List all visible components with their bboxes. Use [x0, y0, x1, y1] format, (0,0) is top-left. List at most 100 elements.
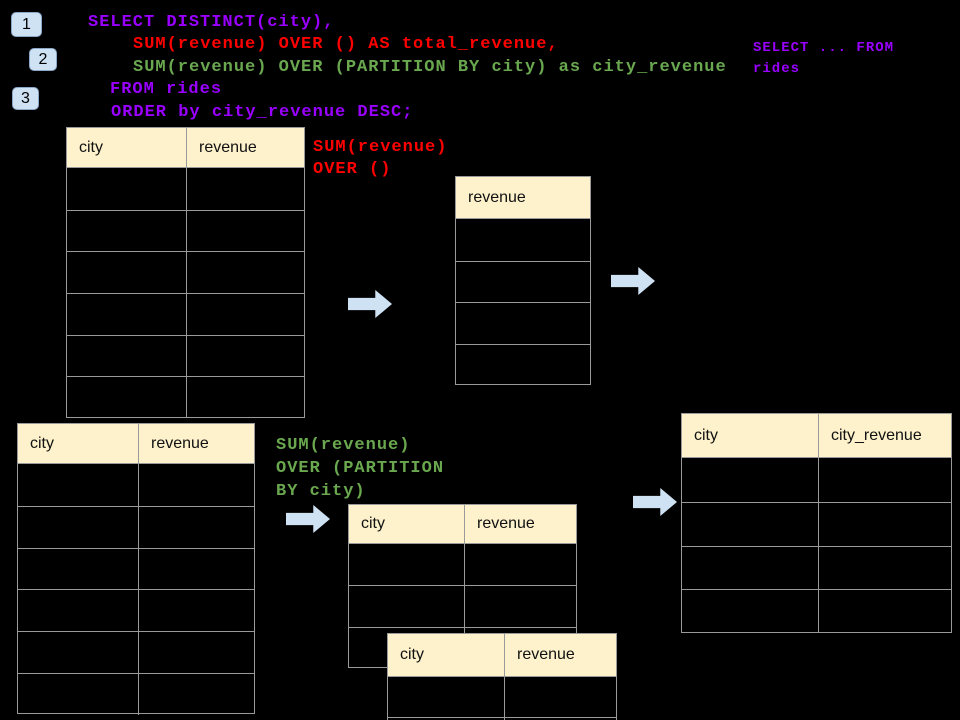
table-cell [186, 335, 304, 377]
table-source-bottom-header: city revenue [18, 424, 254, 464]
sql-line-order: ORDER by city_revenue DESC; [111, 103, 414, 122]
table-cell [456, 219, 590, 261]
side-note-rides: rides [753, 61, 801, 77]
step-badge-2: 2 [29, 48, 57, 71]
table-source-bottom: city revenue [17, 423, 255, 715]
table-cell [504, 718, 616, 720]
table-cell [682, 547, 818, 590]
column-header-city-revenue: city_revenue [818, 414, 951, 457]
table-cell [186, 294, 304, 335]
total-annotation-line2: OVER () [313, 160, 392, 179]
table-row [67, 376, 304, 419]
side-note-select-from: SELECT ... FROM [753, 40, 895, 56]
table-cell [464, 544, 576, 586]
table-row [67, 293, 304, 335]
table-cell [67, 252, 186, 293]
table-cell [464, 586, 576, 627]
table-cell [186, 377, 304, 419]
column-header-revenue: revenue [468, 188, 526, 206]
table-cell [138, 590, 254, 632]
total-annotation-line1: SUM(revenue) [313, 138, 448, 157]
table-source-top-header: city revenue [67, 128, 304, 168]
table-partition-front-body [388, 677, 616, 720]
table-partition-front: city revenue [387, 633, 617, 720]
table-partition-back: city revenue [348, 504, 577, 668]
table-cell [138, 464, 254, 506]
table-row [18, 631, 254, 673]
table-cell [18, 632, 138, 673]
table-cell [67, 377, 186, 418]
table-row [682, 501, 951, 546]
table-cell [186, 168, 304, 210]
table-row [18, 672, 254, 715]
table-row [67, 334, 304, 377]
partition-annotation-line1: SUM(revenue) [276, 436, 411, 455]
table-cell [504, 677, 616, 717]
table-row [682, 589, 951, 634]
step-badge-3: 3 [12, 87, 39, 110]
step-badge-2-label: 2 [38, 50, 48, 68]
table-row [67, 251, 304, 294]
table-cell [456, 262, 590, 303]
column-header-revenue: revenue [504, 634, 616, 676]
table-cell [456, 345, 590, 386]
step-badge-1: 1 [11, 12, 42, 37]
partition-annotation-line2: OVER (PARTITION [276, 459, 445, 478]
partition-annotation-line3: BY city) [276, 482, 366, 501]
right-arrow-icon-1 [348, 290, 392, 318]
table-cell [682, 590, 818, 633]
right-arrow-icon-2 [611, 267, 655, 295]
table-final-result: city city_revenue [681, 413, 952, 634]
table-row [18, 589, 254, 632]
table-total-result: revenue [455, 176, 591, 385]
table-cell [138, 548, 254, 590]
table-cell [67, 294, 186, 335]
table-row [456, 343, 590, 386]
table-total-result-body [456, 219, 590, 385]
table-row [456, 260, 590, 303]
table-cell [818, 502, 951, 546]
step-badge-1-label: 1 [22, 15, 31, 33]
table-row [349, 544, 576, 586]
table-row [388, 717, 616, 720]
column-header-city: city [30, 434, 54, 452]
step-badge-3-label: 3 [21, 89, 30, 107]
table-cell [818, 458, 951, 502]
table-cell [186, 252, 304, 294]
table-cell [186, 210, 304, 252]
table-row [18, 547, 254, 590]
table-cell [18, 549, 138, 590]
column-header-revenue: revenue [186, 128, 304, 167]
column-header-city: city [361, 515, 385, 532]
table-cell [818, 590, 951, 634]
sql-line-select: SELECT DISTINCT(city), [88, 13, 335, 32]
table-cell [67, 168, 186, 210]
table-cell [67, 336, 186, 377]
table-row [349, 585, 576, 627]
table-partition-back-header: city revenue [349, 505, 576, 544]
table-row [456, 302, 590, 344]
table-cell [18, 464, 138, 506]
table-row [388, 677, 616, 717]
right-arrow-icon-4 [633, 488, 677, 516]
table-cell [18, 507, 138, 548]
table-cell [349, 586, 464, 626]
table-cell [682, 503, 818, 546]
column-header-city: city [79, 138, 103, 156]
table-final-result-header: city city_revenue [682, 414, 951, 458]
column-header-revenue: revenue [464, 505, 576, 543]
table-total-result-header: revenue [456, 177, 590, 219]
table-cell [682, 458, 818, 502]
column-header-city: city [400, 646, 424, 663]
table-cell [138, 632, 254, 673]
table-cell [138, 506, 254, 548]
table-row [67, 209, 304, 252]
column-header-revenue: revenue [138, 424, 254, 463]
table-cell [18, 674, 138, 715]
table-cell [67, 211, 186, 252]
table-row [67, 168, 304, 210]
table-final-result-body [682, 458, 951, 634]
table-row [18, 505, 254, 548]
table-source-top-body [67, 168, 304, 419]
